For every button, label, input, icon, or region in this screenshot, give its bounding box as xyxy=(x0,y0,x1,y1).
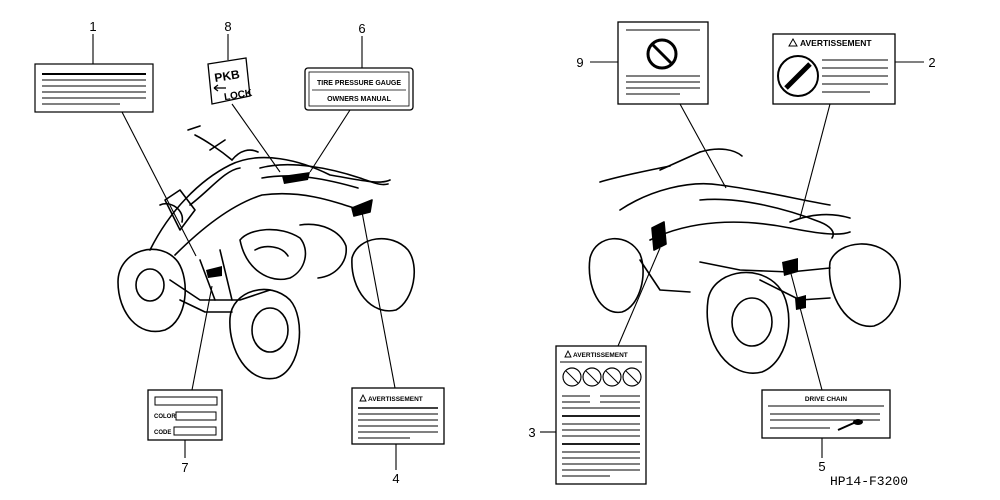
warning-2-text: AVERTISSEMENT xyxy=(800,38,872,48)
label-8-panel: PKB LOCK xyxy=(207,57,254,105)
no-road-icon xyxy=(582,367,602,387)
callout-2: 2 xyxy=(928,55,935,70)
label-5-panel: DRIVE CHAIN xyxy=(761,389,891,439)
callout-8: 8 xyxy=(224,19,231,34)
tire-pressure-gauge-text: TIRE PRESSURE GAUGE xyxy=(317,80,401,87)
callout-7: 7 xyxy=(181,460,188,475)
code-text: CODE xyxy=(154,430,171,436)
callout-3: 3 xyxy=(528,425,535,440)
callout-numbers: 1 8 6 9 2 3 7 4 5 xyxy=(89,19,935,486)
prohibition-icon xyxy=(646,38,678,70)
warning-triangle-icon xyxy=(788,37,798,47)
label-7-panel: COLOR CODE xyxy=(147,389,223,441)
callout-9: 9 xyxy=(576,55,583,70)
pkb-text: PKB xyxy=(213,67,241,85)
atv-front-view-illustration xyxy=(117,125,416,380)
color-text: COLOR xyxy=(154,414,176,420)
warning-triangle-icon xyxy=(359,393,367,402)
callout-5: 5 xyxy=(818,459,825,474)
fuel-cap-icon xyxy=(777,55,819,97)
leader-lines xyxy=(92,34,924,470)
atv-rear-view-illustration xyxy=(588,148,901,374)
label-3-panel: AVERTISSEMENT xyxy=(555,345,647,485)
owners-manual-text: OWNERS MANUAL xyxy=(327,96,391,103)
callout-1: 1 xyxy=(89,19,96,34)
label-9-panel xyxy=(617,21,709,105)
no-alcohol-icon xyxy=(602,367,622,387)
warning-4-text: AVERTISSEMENT xyxy=(368,396,423,403)
no-passenger-icon xyxy=(562,367,582,387)
label-2-panel: AVERTISSEMENT xyxy=(772,33,896,105)
label-6-panel: TIRE PRESSURE GAUGE OWNERS MANUAL xyxy=(304,67,414,111)
label-4-panel: AVERTISSEMENT xyxy=(351,387,445,445)
no-children-icon xyxy=(622,367,642,387)
callout-4: 4 xyxy=(392,471,399,486)
lock-text: LOCK xyxy=(223,88,253,103)
warning-triangle-icon xyxy=(564,349,572,358)
label-1-panel xyxy=(34,63,154,113)
drive-chain-text: DRIVE CHAIN xyxy=(805,396,848,403)
wrench-icon xyxy=(837,421,857,431)
warning-3-text: AVERTISSEMENT xyxy=(573,352,628,359)
diagram-code: HP14-F3200 xyxy=(830,474,908,489)
callout-6: 6 xyxy=(358,21,365,36)
